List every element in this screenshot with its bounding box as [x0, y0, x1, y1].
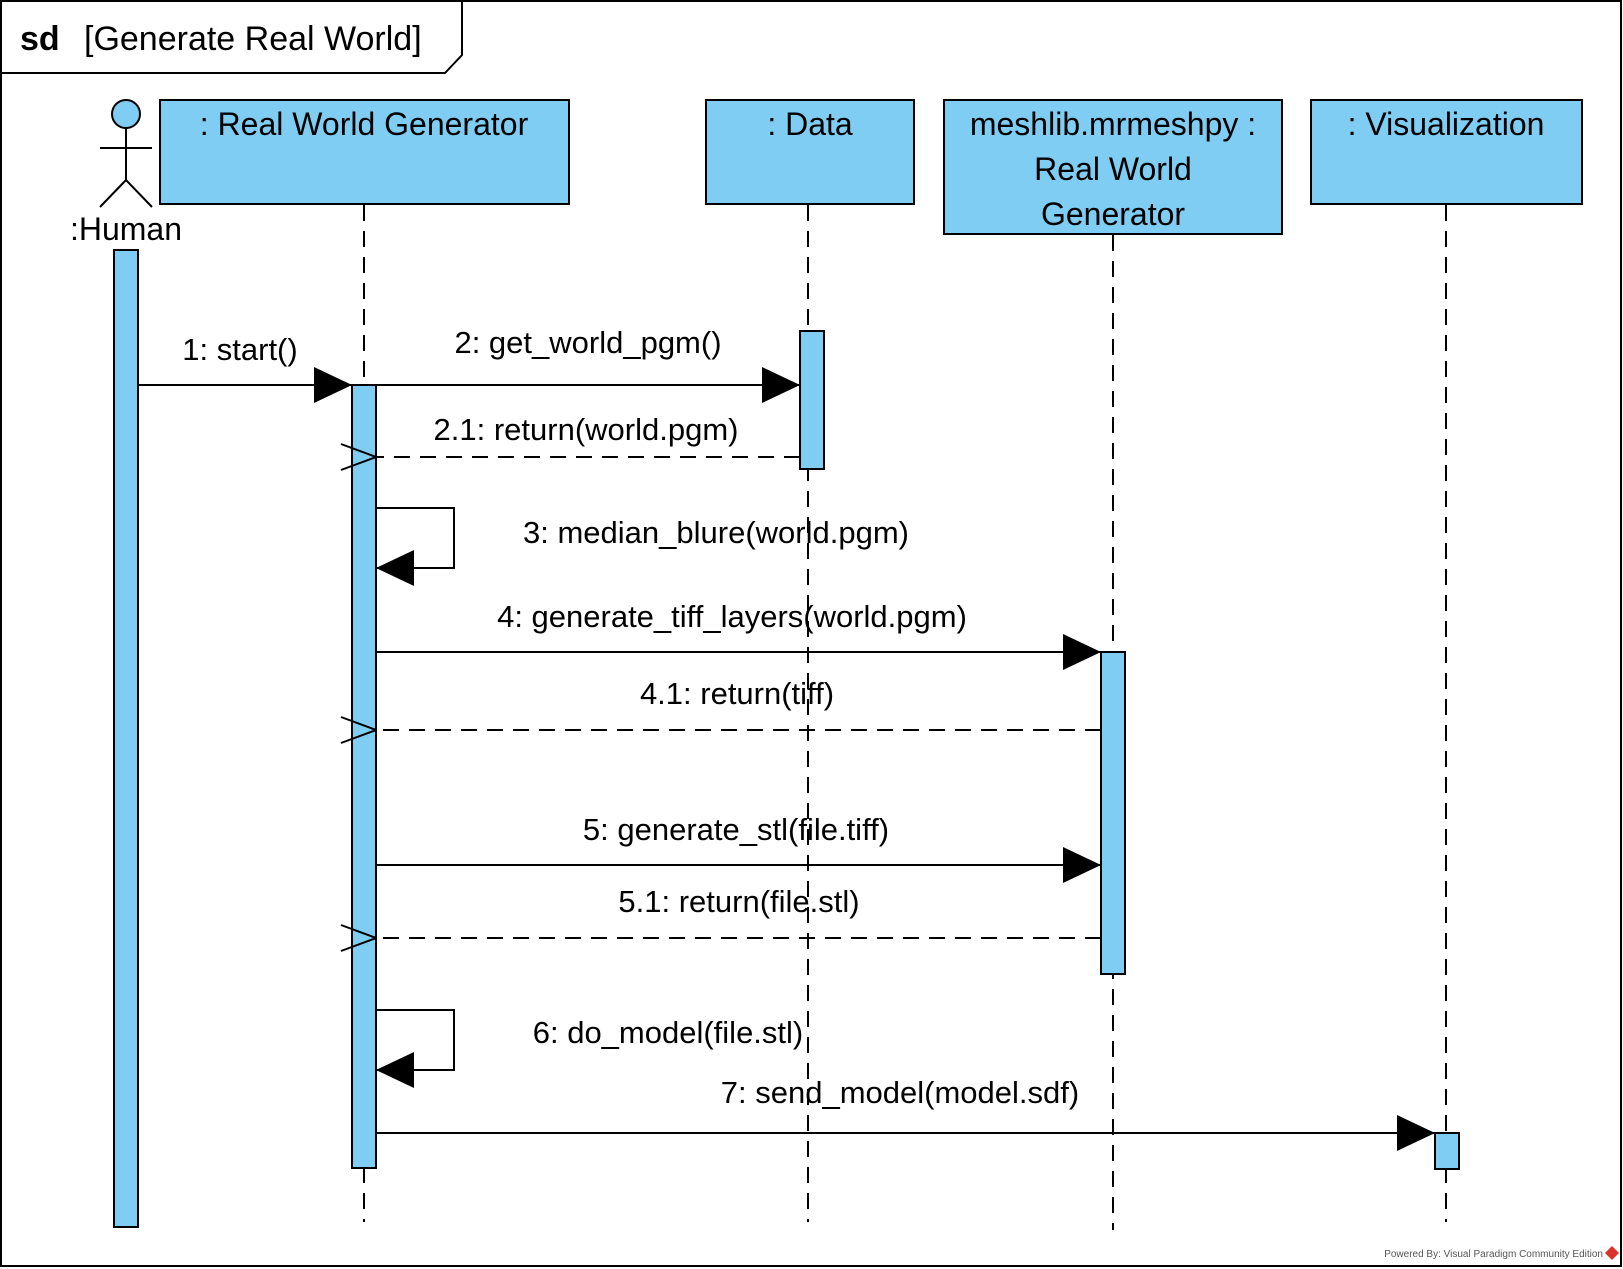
message-generate-stl-label: 5: generate_stl(file.tiff)	[583, 812, 889, 847]
message-send-model-label: 7: send_model(model.sdf)	[721, 1075, 1079, 1110]
message-return-world-pgm[interactable]: 2.1: return(world.pgm)	[376, 412, 800, 457]
message-return-file-stl[interactable]: 5.1: return(file.stl)	[376, 884, 1101, 938]
message-return-world-pgm-label: 2.1: return(world.pgm)	[434, 412, 739, 447]
lifeline-meshlib-label-line-2: Real World	[1034, 151, 1192, 187]
activation-data	[799, 330, 825, 470]
activation-human	[113, 249, 139, 1228]
powered-by-credit: Powered By: Visual Paradigm Community Ed…	[1384, 1249, 1603, 1260]
message-do-model-label: 6: do_model(file.stl)	[533, 1015, 804, 1050]
lifeline-meshlib-label-line-3: Generator	[1041, 196, 1185, 232]
lifeline-visualization-label: : Visualization	[1348, 106, 1545, 142]
message-do-model[interactable]: 6: do_model(file.stl)	[376, 1009, 804, 1088]
lifeline-data-box	[705, 99, 915, 205]
lifeline-generator-label: : Real World Generator	[200, 106, 529, 142]
lifeline-meshlib[interactable]: meshlib.mrmeshpy : Real World Generator	[943, 99, 1283, 235]
activation-visualization	[1434, 1132, 1460, 1170]
lifeline-meshlib-box	[943, 99, 1283, 235]
message-get-world-pgm[interactable]: 2: get_world_pgm()	[376, 325, 800, 403]
frame-label-tab	[1, 1, 463, 74]
actor-leg-right	[125, 179, 153, 208]
activation-meshlib	[1100, 651, 1126, 975]
message-median-blure-arrow	[376, 507, 455, 586]
frame-keyword: sd	[20, 20, 60, 58]
message-return-tiff-label: 4.1: return(tiff)	[640, 676, 834, 711]
activation-generator	[351, 384, 377, 1169]
message-generate-stl[interactable]: 5: generate_stl(file.tiff)	[376, 812, 1101, 883]
actor-human[interactable]: :Human	[70, 99, 182, 247]
lifeline-visualization-box	[1310, 99, 1583, 205]
actor-leg-left	[99, 179, 127, 208]
message-generate-tiff-layers-label: 4: generate_tiff_layers(world.pgm)	[497, 599, 967, 634]
lifeline-visualization[interactable]: : Visualization	[1310, 99, 1583, 205]
actor-label: :Human	[70, 211, 182, 247]
message-do-model-arrow	[376, 1009, 455, 1088]
message-generate-tiff-layers[interactable]: 4: generate_tiff_layers(world.pgm)	[376, 599, 1101, 670]
lifeline-generator[interactable]: : Real World Generator	[159, 99, 570, 205]
visual-paradigm-logo-icon	[1605, 1246, 1619, 1260]
message-median-blure-label: 3: median_blure(world.pgm)	[523, 515, 909, 550]
lifeline-generator-box	[159, 99, 570, 205]
actor-head-icon	[111, 99, 141, 129]
message-send-model[interactable]: 7: send_model(model.sdf)	[376, 1075, 1435, 1151]
lifeline-data[interactable]: : Data	[705, 99, 915, 205]
message-return-file-stl-label: 5.1: return(file.stl)	[618, 884, 859, 919]
message-return-tiff[interactable]: 4.1: return(tiff)	[376, 676, 1101, 730]
lifeline-meshlib-label-line-1: meshlib.mrmeshpy :	[970, 106, 1256, 142]
lifeline-data-label: : Data	[767, 106, 853, 142]
message-get-world-pgm-label: 2: get_world_pgm()	[454, 325, 721, 360]
message-start[interactable]: 1: start()	[138, 332, 352, 403]
message-start-label: 1: start()	[182, 332, 297, 367]
frame-name: [Generate Real World]	[84, 20, 422, 58]
message-median-blure[interactable]: 3: median_blure(world.pgm)	[376, 507, 909, 586]
